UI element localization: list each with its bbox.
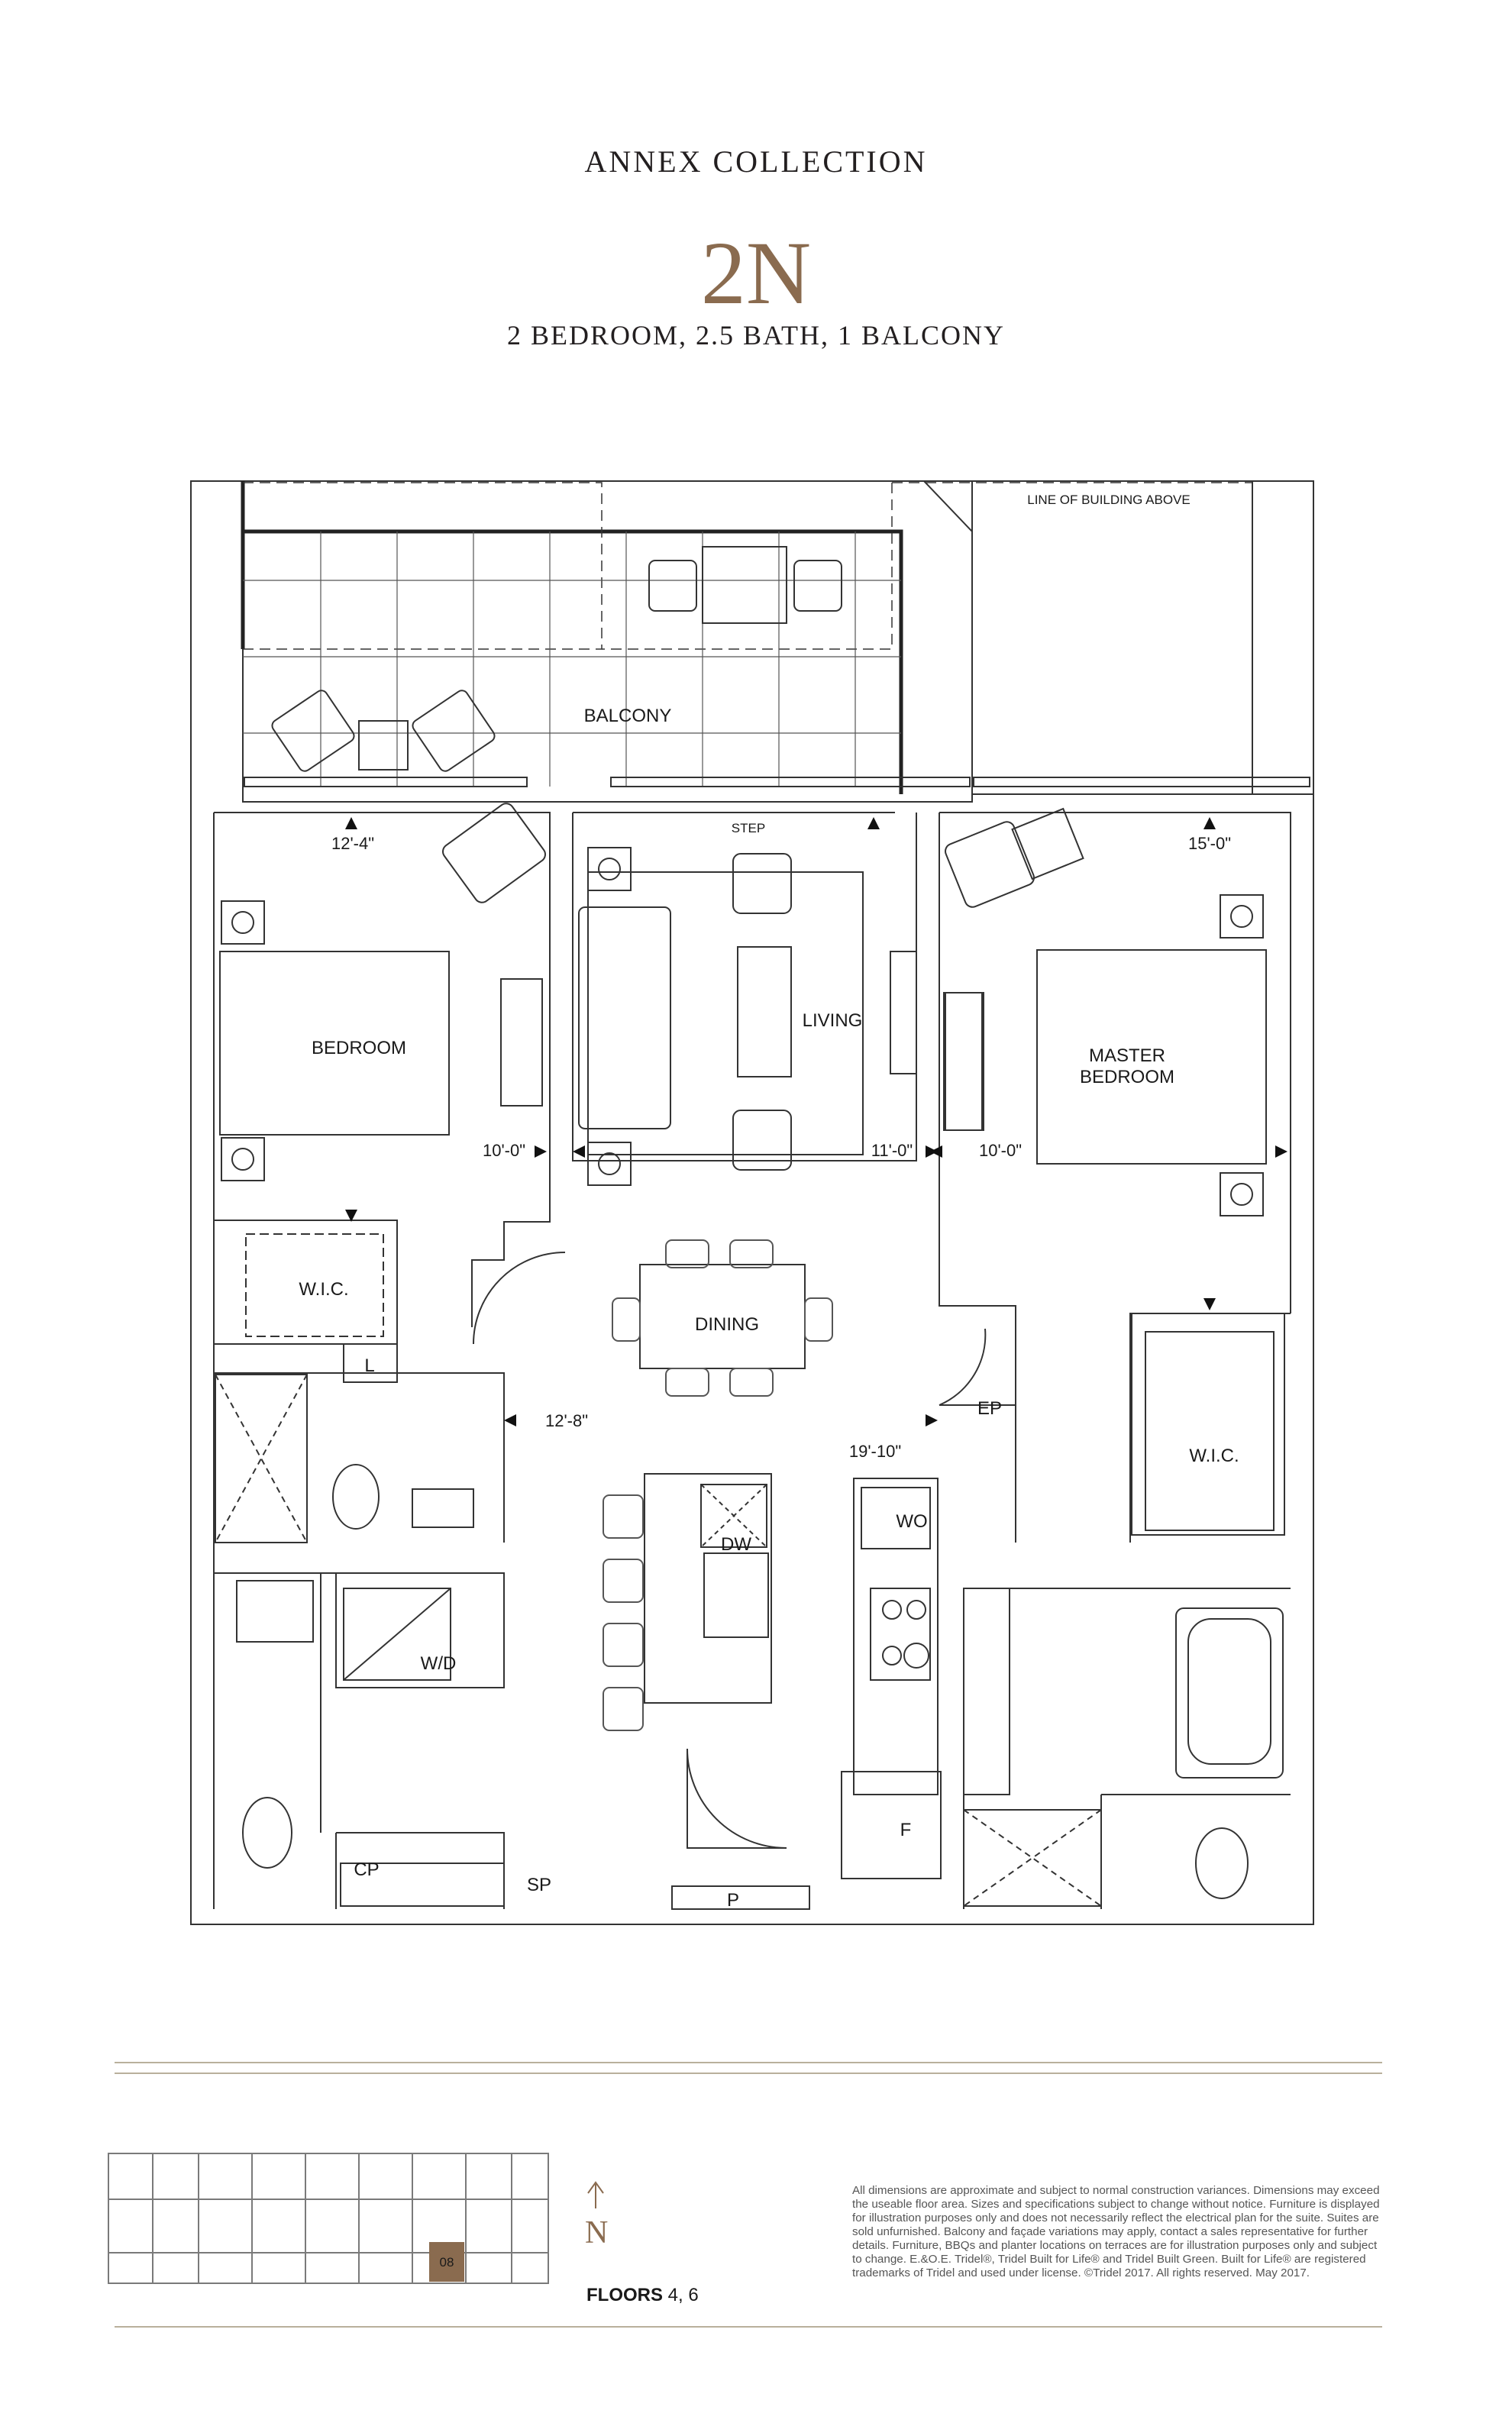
label-dw: DW (721, 1534, 751, 1555)
dim-bedroom-depth: 10'-0" (483, 1141, 525, 1160)
label-line-of-building: LINE OF BUILDING ABOVE (1027, 493, 1191, 507)
key-plan (108, 2153, 549, 2284)
north-arrow-icon (587, 2181, 604, 2208)
master-bed (1036, 949, 1267, 1165)
divider-top-2 (115, 2073, 1382, 2074)
balcony-table-furniture (702, 546, 787, 624)
label-master-bedroom-2: BEDROOM (1080, 1067, 1174, 1087)
collection-title: ANNEX COLLECTION (584, 144, 928, 179)
label-wic-left: W.I.C. (299, 1279, 348, 1300)
label-fridge: F (900, 1820, 912, 1840)
building-line-above (241, 481, 903, 794)
dim-foyer-width: 12'-8" (545, 1411, 588, 1430)
dim-living-depth: 11'-0" (871, 1141, 913, 1160)
unit-name: 2N (700, 223, 812, 323)
disclaimer-text: All dimensions are approximate and subje… (852, 2184, 1380, 2279)
balcony-outline (242, 480, 973, 803)
label-dining: DINING (695, 1314, 759, 1335)
dim-kitchen-length: 19'-10" (849, 1442, 901, 1461)
label-cp: CP (354, 1859, 379, 1880)
floors-label: FLOORS (586, 2285, 663, 2305)
label-linen: L (364, 1355, 374, 1376)
label-ep: EP (977, 1398, 1002, 1419)
label-living: LIVING (803, 1010, 863, 1031)
ensuite-tub (1175, 1607, 1284, 1779)
label-wd: W/D (421, 1653, 457, 1674)
label-wo: WO (896, 1511, 927, 1532)
north-label: N (585, 2215, 609, 2250)
dim-master-depth: 10'-0" (979, 1141, 1022, 1160)
dim-master-width: 15'-0" (1188, 834, 1231, 853)
kitchen-island (644, 1473, 772, 1704)
suite-number: 08 (440, 2255, 454, 2270)
divider-top (115, 2062, 1382, 2063)
bedroom-bed (219, 951, 450, 1136)
label-balcony: BALCONY (584, 706, 672, 726)
unit-summary: 2 BEDROOM, 2.5 BATH, 1 BALCONY (506, 320, 1006, 351)
label-pantry: P (727, 1890, 739, 1911)
suite-location-highlight (429, 2242, 464, 2282)
living-rug (587, 871, 864, 1155)
floors-value: 4, 6 (667, 2285, 699, 2305)
interior-walls (213, 812, 1291, 1909)
label-sp: SP (527, 1875, 551, 1895)
label-wic-right: W.I.C. (1189, 1446, 1239, 1466)
dim-bedroom-width: 12'-4" (331, 834, 374, 853)
label-bedroom: BEDROOM (312, 1038, 406, 1058)
floors-info: FLOORS 4, 6 (586, 2285, 699, 2306)
divider-bottom (115, 2326, 1382, 2328)
label-master-bedroom-1: MASTER (1089, 1045, 1165, 1066)
suite-outline (190, 480, 1314, 1925)
label-step: STEP (732, 821, 765, 835)
